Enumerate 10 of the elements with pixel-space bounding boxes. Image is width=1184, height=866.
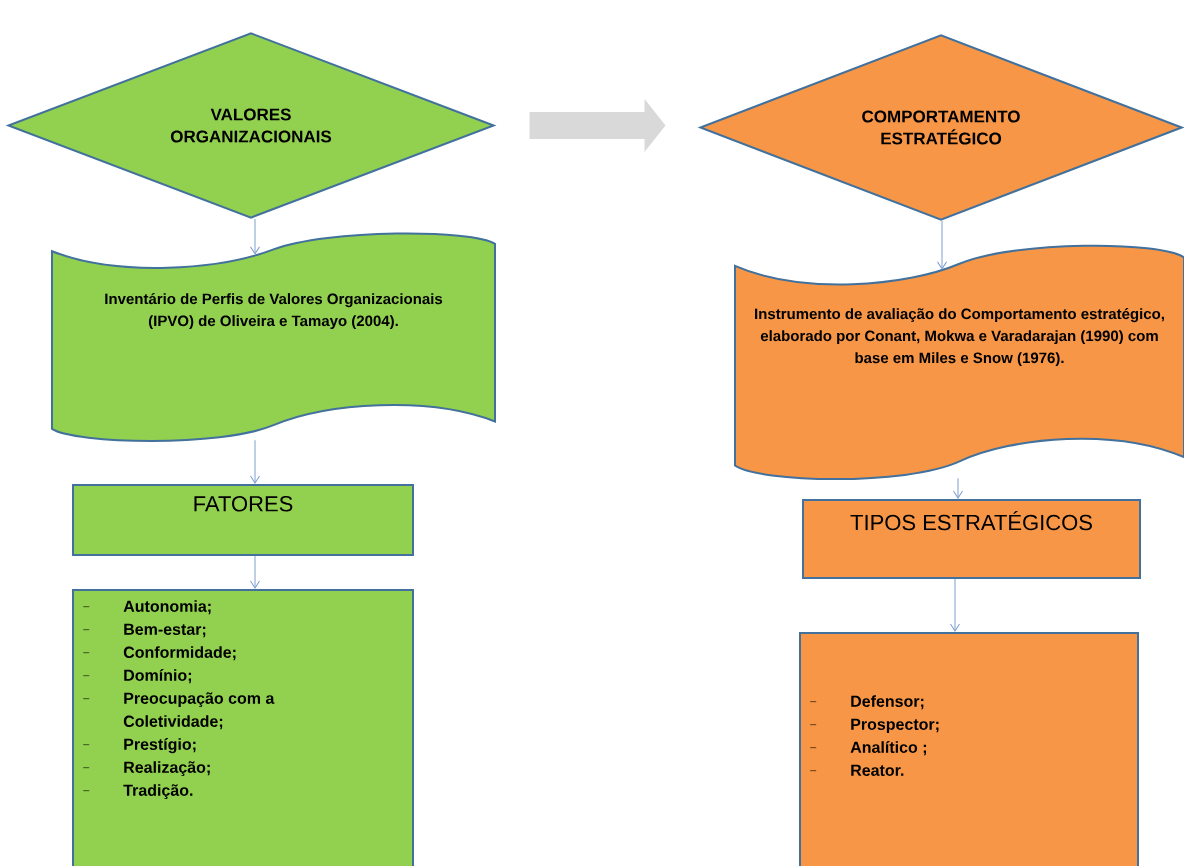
process-box: FATORES xyxy=(72,484,414,556)
arrow xyxy=(950,578,960,632)
list-box: Defensor; Prospector; Analítico ; Reator. xyxy=(799,632,1139,866)
arrow xyxy=(250,218,260,255)
arrow xyxy=(937,220,947,270)
arrow xyxy=(953,477,963,499)
arrow xyxy=(250,555,260,589)
arrow xyxy=(250,439,260,484)
list-box: Autonomia; Bem-estar; Conformidade; Domínio; Preocupação com a Coletividade; Prestígio; Realização; Tradição. xyxy=(72,589,414,866)
process-box: TIPOS ESTRATÉGICOS xyxy=(802,499,1141,579)
